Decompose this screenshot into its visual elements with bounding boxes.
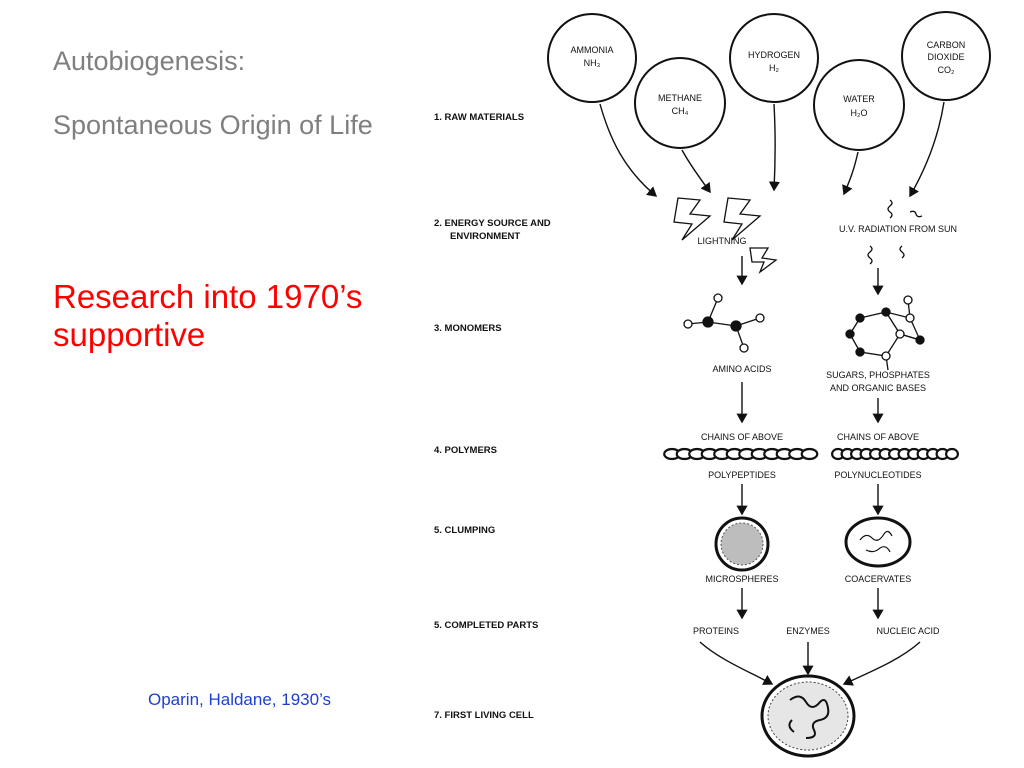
chain-link [800,447,819,461]
sugars-label-2: AND ORGANIC BASES [830,383,926,393]
emphasis-text: Research into 1970’s supportive [53,278,363,353]
step-energy-source: 2. ENERGY SOURCE AND [434,218,551,229]
step-first-living-cell: 7. FIRST LIVING CELL [434,710,534,721]
node-methane: METHANE CH₄ [634,57,726,149]
svg-text:HYDROGEN: HYDROGEN [748,50,800,60]
node-water: WATER H₂O [813,59,905,151]
step-raw-materials: 1. RAW MATERIALS [434,112,524,123]
nucleic-acid-label: NUCLEIC ACID [876,626,940,636]
chain-link [945,447,959,461]
coacervates-label: COACERVATES [845,574,912,584]
origin-of-life-diagram: 1. RAW MATERIALS 2. ENERGY SOURCE AND EN… [434,11,991,758]
svg-text:CARBON: CARBON [927,40,966,50]
svg-text:AMMONIA: AMMONIA [570,45,613,55]
svg-text:H₂O: H₂O [851,108,868,118]
coacervate-icon [844,516,912,568]
energy-uv-label: U.V. RADIATION FROM SUN [839,224,957,234]
step-polymers: 4. POLYMERS [434,445,497,456]
svg-text:METHANE: METHANE [658,93,702,103]
svg-text:CO₂: CO₂ [938,65,956,75]
amino-acid-molecule-icon [683,293,765,353]
polypeptides-label: POLYPEPTIDES [708,470,776,480]
chains-right-label: CHAINS OF ABOVE [837,432,919,442]
svg-text:NH₃: NH₃ [584,58,601,68]
enzymes-label: ENZYMES [786,626,830,636]
step-completed-parts: 5. COMPLETED PARTS [434,620,538,631]
node-ammonia: AMMONIA NH₃ [547,13,637,103]
svg-text:DIOXIDE: DIOXIDE [927,52,964,62]
amino-acids-label: AMINO ACIDS [712,364,771,374]
nucleotide-molecule-icon [845,295,925,371]
uv-radiation-icon [867,199,923,265]
step-clumping: 5. CLUMPING [434,525,495,536]
polypeptide-chain-icon [663,447,819,461]
svg-text:WATER: WATER [843,94,875,104]
node-carbon-dioxide: CARBON DIOXIDE CO₂ [901,11,991,101]
chains-left-label: CHAINS OF ABOVE [701,432,783,442]
living-cell-icon [760,674,856,758]
citation-text: Oparin, Haldane, 1930’s [148,690,332,709]
polynucleotides-label: POLYNUCLEOTIDES [834,470,921,480]
microspheres-label: MICROSPHERES [705,574,778,584]
step-environment: ENVIRONMENT [450,231,520,242]
svg-text:CH₄: CH₄ [672,106,689,116]
polynucleotide-chain-icon [831,447,959,461]
node-hydrogen: HYDROGEN H₂ [729,13,819,103]
slide-title: Autobiogenesis: [53,46,246,76]
microsphere-icon [714,516,770,572]
energy-lightning-label: LIGHTNING [697,236,746,246]
sugars-label-1: SUGARS, PHOSPHATES [826,370,930,380]
svg-text:H₂: H₂ [769,63,779,73]
step-monomers: 3. MONOMERS [434,323,502,334]
proteins-label: PROTEINS [693,626,739,636]
lightning-icon [673,197,778,274]
slide-subtitle: Spontaneous Origin of Life [53,110,373,140]
